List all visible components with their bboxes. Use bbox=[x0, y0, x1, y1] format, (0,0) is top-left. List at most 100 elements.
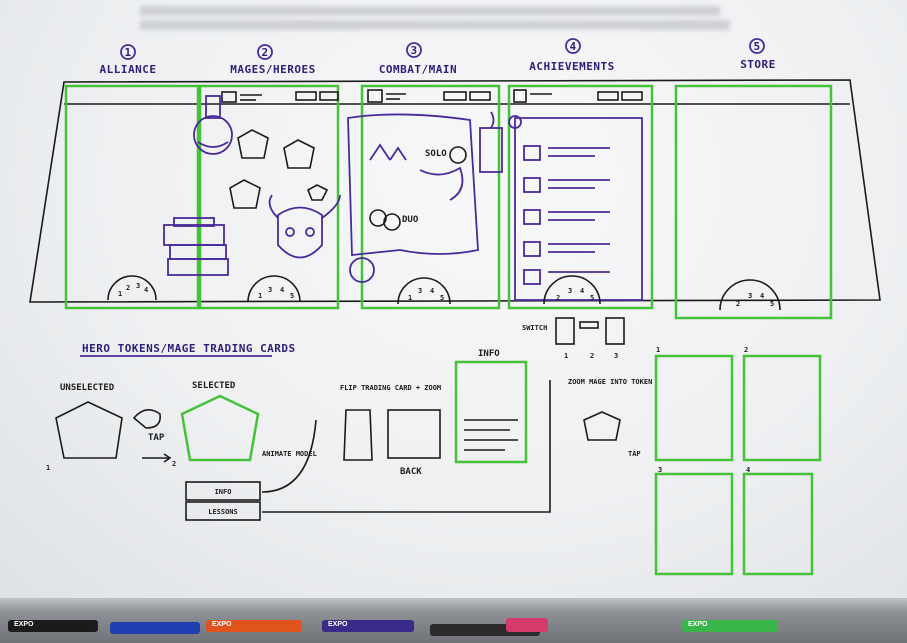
section-header-combat: 3 COMBAT/MAIN bbox=[379, 42, 457, 76]
svg-text:3: 3 bbox=[268, 286, 272, 294]
info-button[interactable]: INFO bbox=[185, 481, 261, 501]
nav-wheel-3: 1 3 4 5 bbox=[397, 277, 451, 305]
section-header-alliance: 1 ALLIANCE bbox=[100, 44, 157, 76]
achievement-rows bbox=[523, 145, 610, 285]
svg-text:STORE: STORE bbox=[740, 58, 776, 71]
book-stack-illustration bbox=[163, 217, 229, 276]
svg-text:3: 3 bbox=[418, 287, 422, 295]
card-back bbox=[387, 409, 441, 459]
marker-tray: EXPO EXPO EXPO EXPO bbox=[0, 598, 907, 643]
unselected-label: UNSELECTED bbox=[60, 383, 115, 393]
info-card bbox=[454, 360, 528, 464]
svg-text:3: 3 bbox=[136, 282, 140, 290]
svg-text:3: 3 bbox=[614, 352, 618, 360]
combat-duo-label: DUO bbox=[402, 215, 419, 225]
nav-wheel-1: 1 2 3 4 bbox=[107, 275, 157, 301]
lessons-button[interactable]: LESSONS bbox=[185, 501, 261, 521]
svg-text:5: 5 bbox=[590, 294, 594, 302]
demo-panel-1 bbox=[654, 354, 734, 462]
orange-marker[interactable]: EXPO bbox=[206, 620, 302, 632]
svg-text:4: 4 bbox=[144, 286, 148, 294]
demo-panel-2 bbox=[742, 354, 822, 462]
lower-title: HERO TOKENS/MAGE TRADING CARDS bbox=[82, 342, 296, 355]
section-header-store: 5 STORE bbox=[740, 38, 776, 71]
demo-panel-3 bbox=[654, 472, 734, 576]
svg-text:5: 5 bbox=[753, 40, 760, 53]
switch-label: SWITCH bbox=[522, 324, 547, 332]
svg-text:LESSONS: LESSONS bbox=[208, 508, 238, 516]
tap-label-2: TAP bbox=[628, 450, 641, 458]
svg-text:3: 3 bbox=[658, 466, 662, 474]
svg-text:1: 1 bbox=[46, 464, 50, 472]
svg-text:4: 4 bbox=[280, 286, 284, 294]
whiteboard: 1 ALLIANCE 2 MAGES/HEROES 3 COMBAT/MAIN … bbox=[0, 0, 907, 600]
svg-text:4: 4 bbox=[580, 287, 584, 295]
svg-text:2: 2 bbox=[590, 352, 594, 360]
svg-text:5: 5 bbox=[440, 294, 444, 302]
phone-frame-1 bbox=[64, 84, 200, 310]
svg-text:ALLIANCE: ALLIANCE bbox=[100, 63, 157, 76]
black-marker[interactable]: EXPO bbox=[8, 620, 98, 632]
demo-panel-4 bbox=[742, 472, 814, 576]
svg-text:2: 2 bbox=[744, 346, 748, 354]
nav-wheel-2: 1 3 4 5 bbox=[247, 275, 301, 303]
svg-text:4: 4 bbox=[746, 466, 750, 474]
svg-text:1: 1 bbox=[258, 292, 262, 300]
purple-marker[interactable]: EXPO bbox=[322, 620, 414, 632]
info-card-title: INFO bbox=[478, 349, 500, 359]
achievements-scroll bbox=[508, 115, 643, 301]
flipping-card bbox=[343, 409, 373, 461]
svg-text:1: 1 bbox=[564, 352, 568, 360]
nav-wheel-5: 2 3 4 5 bbox=[719, 279, 781, 311]
animate-model-label: ANIMATE MODEL bbox=[262, 450, 317, 458]
svg-text:4: 4 bbox=[430, 287, 434, 295]
gem-icon bbox=[306, 184, 329, 201]
blue-marker[interactable] bbox=[110, 622, 200, 634]
eraser[interactable] bbox=[506, 618, 548, 632]
phone-frame-2 bbox=[198, 84, 340, 310]
phone-frame-4 bbox=[507, 84, 654, 310]
svg-text:ACHIEVEMENTS: ACHIEVEMENTS bbox=[529, 60, 614, 73]
svg-text:4: 4 bbox=[569, 40, 576, 53]
section-header-achievements: 4 ACHIEVEMENTS bbox=[529, 38, 614, 73]
whiteboard-drawing: 1 ALLIANCE 2 MAGES/HEROES 3 COMBAT/MAIN … bbox=[29, 38, 881, 576]
switch-diagram bbox=[555, 317, 625, 345]
svg-text:2: 2 bbox=[261, 46, 268, 59]
flask-illustration bbox=[193, 95, 233, 155]
svg-text:1: 1 bbox=[408, 294, 412, 302]
svg-text:1: 1 bbox=[656, 346, 660, 354]
candle-illustration bbox=[479, 111, 503, 173]
svg-text:3: 3 bbox=[568, 287, 572, 295]
combat-map bbox=[347, 113, 479, 283]
svg-text:3: 3 bbox=[748, 292, 752, 300]
unselected-token bbox=[55, 401, 123, 459]
svg-text:5: 5 bbox=[290, 292, 294, 300]
zoom-label: ZOOM MAGE INTO TOKEN bbox=[568, 378, 652, 386]
svg-text:INFO: INFO bbox=[215, 488, 232, 496]
svg-text:1: 1 bbox=[118, 290, 122, 298]
section-header-mages: 2 MAGES/HEROES bbox=[230, 44, 315, 76]
svg-text:2: 2 bbox=[556, 294, 560, 302]
svg-text:5: 5 bbox=[770, 300, 774, 308]
tap-hand-icon bbox=[132, 409, 162, 429]
phone-frame-5 bbox=[674, 84, 833, 320]
green-marker[interactable]: EXPO bbox=[682, 620, 778, 632]
bull-skull-illustration bbox=[268, 194, 341, 259]
svg-text:COMBAT/MAIN: COMBAT/MAIN bbox=[379, 63, 457, 76]
phone-frame-3 bbox=[360, 84, 501, 310]
selected-token bbox=[180, 394, 260, 462]
hero-token-3 bbox=[229, 179, 261, 209]
hero-token-1 bbox=[237, 129, 269, 159]
svg-text:3: 3 bbox=[410, 44, 417, 57]
blurred-heading-line-1 bbox=[140, 6, 720, 16]
hero-token-2 bbox=[283, 139, 315, 169]
svg-text:2: 2 bbox=[126, 284, 130, 292]
nav-wheel-4: 2 3 4 5 bbox=[543, 275, 601, 305]
combat-solo-label: SOLO bbox=[425, 149, 447, 159]
svg-text:2: 2 bbox=[172, 460, 176, 468]
tap-label: TAP bbox=[148, 433, 165, 443]
back-label: BACK bbox=[400, 467, 422, 477]
selected-label: SELECTED bbox=[192, 381, 236, 391]
zoom-token bbox=[583, 411, 621, 441]
svg-text:2: 2 bbox=[736, 300, 740, 308]
